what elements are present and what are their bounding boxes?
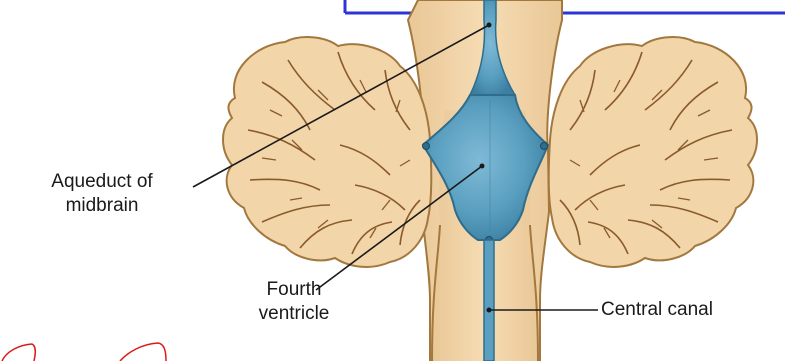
- label-fourth-ventricle: Fourth ventricle: [246, 278, 342, 326]
- lateral-aperture-left: [423, 143, 430, 150]
- label-aqueduct-line-2: midbrain: [12, 194, 192, 218]
- top-banner-fragment: [345, 0, 785, 13]
- leader-dot-aqueduct: [487, 23, 492, 28]
- leader-dot-central: [487, 308, 492, 313]
- label-central-canal: Central canal: [601, 298, 713, 322]
- central-canal: [484, 240, 494, 361]
- red-annotation-marks: [2, 343, 166, 361]
- label-aqueduct-line-1: Aqueduct of: [12, 170, 192, 194]
- leader-dot-fourth: [480, 164, 485, 169]
- label-aqueduct-of-midbrain: Aqueduct of midbrain: [12, 170, 192, 218]
- label-fourth-line-2: ventricle: [246, 302, 342, 326]
- lateral-aperture-right: [541, 143, 548, 150]
- left-cerebellar-hemisphere: [223, 37, 431, 267]
- right-cerebellar-hemisphere: [549, 37, 757, 267]
- label-fourth-line-1: Fourth: [246, 278, 342, 302]
